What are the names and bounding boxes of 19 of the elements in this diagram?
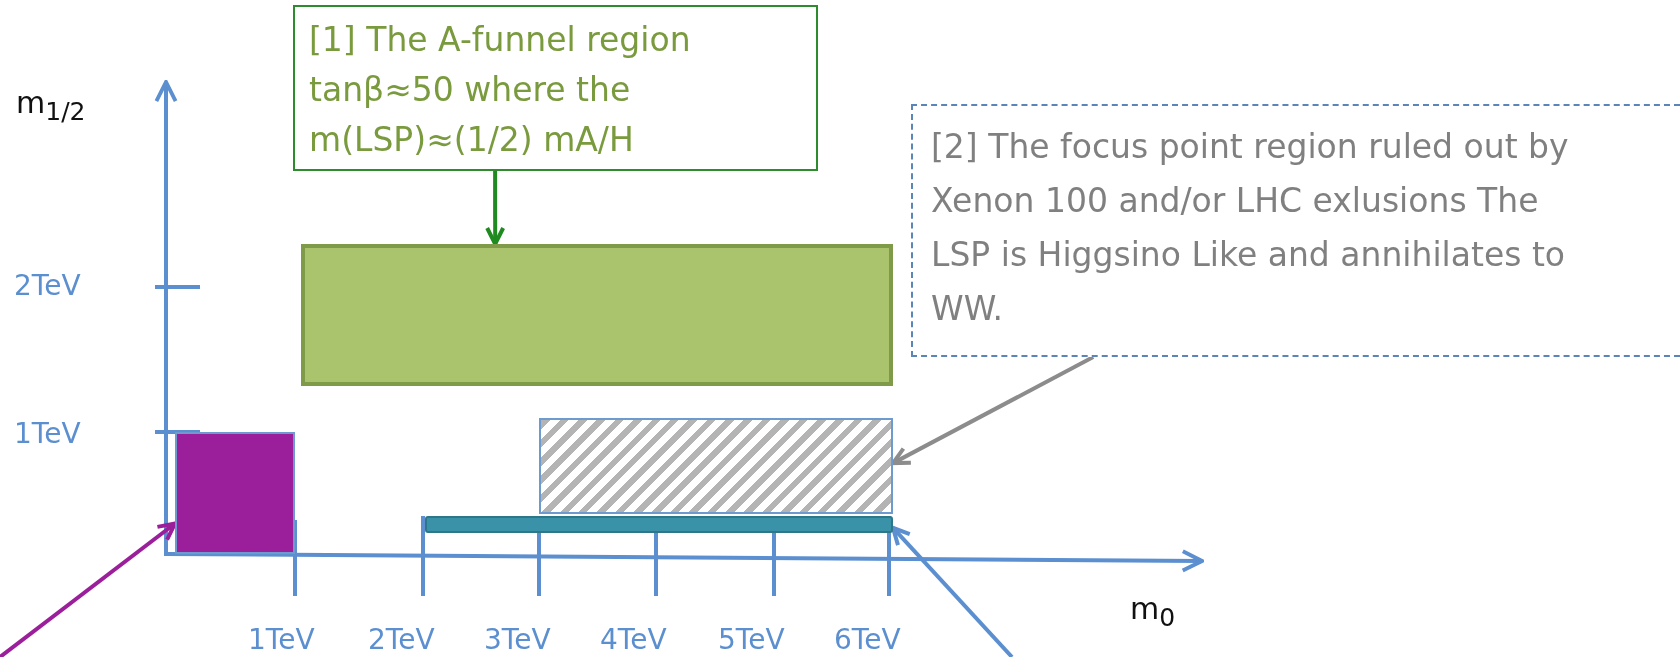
arrow [485,171,506,246]
region-rectangle [301,244,893,386]
axis-label: 1TeV [14,420,81,448]
axis-label: 5TeV [718,626,785,654]
callout-box: [1] The A-funnel region tanβ≈50 where the m(LSP)≈(1/2) mA/H [293,5,818,171]
hatched-region [539,418,893,514]
axis-label: 2TeV [368,626,435,654]
axis-label: 4TeV [600,626,667,654]
axis-label: 3TeV [484,626,551,654]
axis-label: 1TeV [248,626,315,654]
axis-label: m$_{0}$ [1130,594,1176,630]
callout-box: [2] The focus point region ruled out by Xenon 100 and/or LHC exlusions The LSP is Higgsino Like and annihilates to WW. [911,104,1680,357]
axis-label: m$_{1/2}$ [16,88,86,124]
region-square [175,432,295,554]
arrow [0,521,177,657]
region-bar [425,516,893,533]
axis-label: 6TeV [834,626,901,654]
axis-label: 2TeV [14,272,81,300]
arrow [891,525,1014,657]
